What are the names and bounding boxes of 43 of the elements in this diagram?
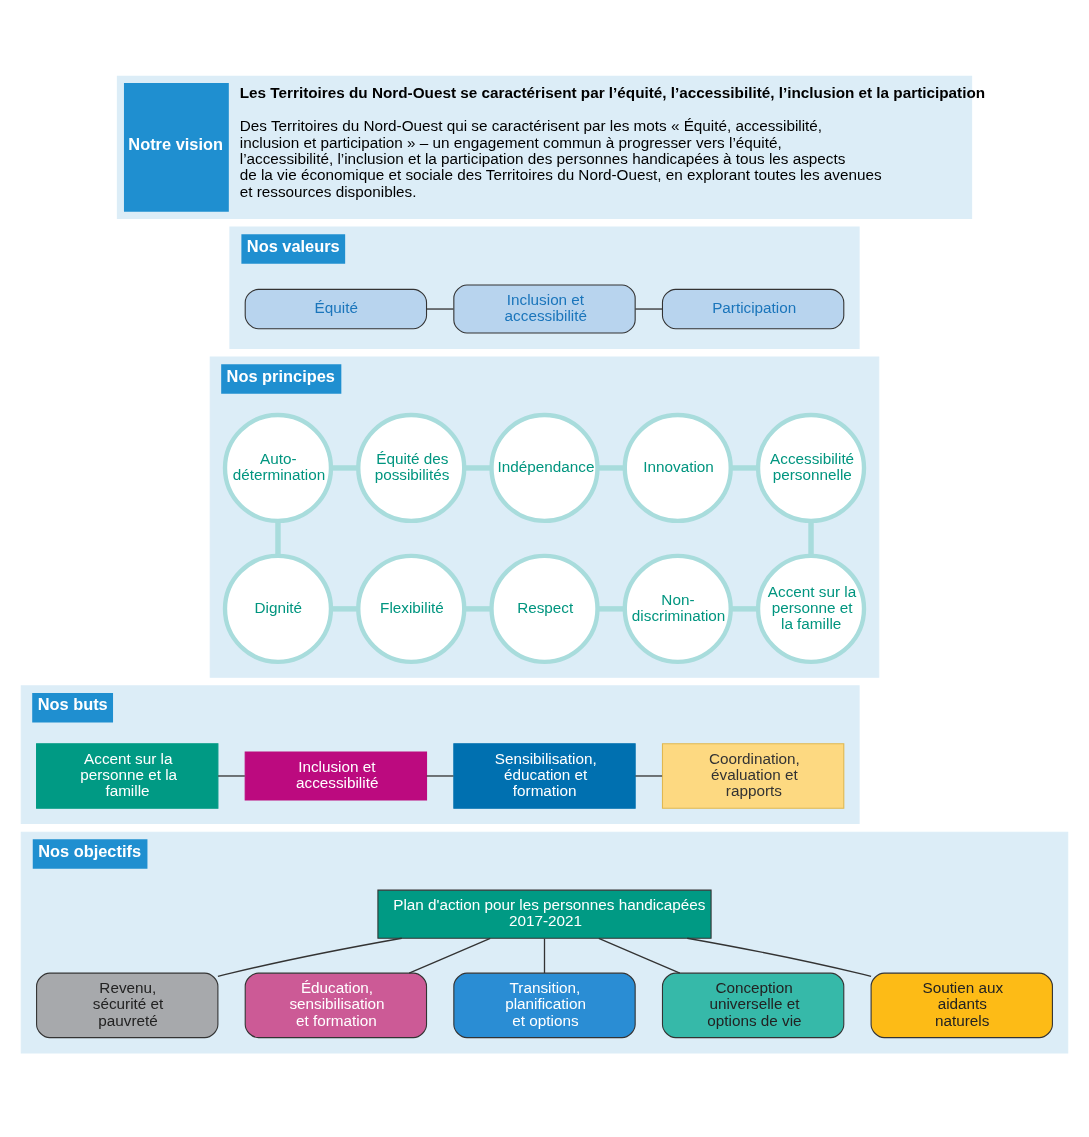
- connector: [331, 464, 358, 471]
- connector: [464, 605, 492, 612]
- node-circle: Accessibilité personnelle: [755, 412, 867, 523]
- connector: [808, 520, 814, 555]
- connector: [597, 605, 625, 612]
- connector: [543, 937, 546, 974]
- connector: [634, 307, 663, 310]
- node-box: Accent sur la personne et la famille: [36, 742, 219, 809]
- node-box: Sensibilisation, éducation et formation: [453, 742, 636, 809]
- node-box: Inclusion et accessibilité: [453, 283, 636, 334]
- connector: [634, 774, 663, 777]
- node-circle: Auto- détermination: [222, 412, 334, 523]
- connector: [217, 774, 246, 777]
- node-circle: Respect: [489, 553, 600, 664]
- node-box: Éducation, sensibilisation et formation: [244, 972, 428, 1038]
- node-circle: Non- discrimination: [622, 553, 733, 664]
- node-circle: Accent sur la personne et la famille: [755, 553, 867, 664]
- node-box: Transition, planification et options: [453, 972, 636, 1038]
- node-box: Participation: [661, 288, 845, 329]
- connector: [598, 937, 681, 974]
- node-circle: Dignité: [222, 553, 334, 664]
- node-circle: Équité des possibilités: [356, 412, 467, 523]
- connector: [597, 464, 625, 471]
- connector: [275, 520, 281, 555]
- connector: [331, 605, 358, 612]
- connector: [426, 774, 455, 777]
- node-box: Inclusion et accessibilité: [244, 750, 428, 801]
- connector: [408, 937, 491, 974]
- connector: [686, 937, 872, 977]
- connector: [730, 464, 758, 471]
- connector: [730, 605, 758, 612]
- node-box: Plan d'action pour les personnes handicapées 2017-2021: [377, 889, 712, 939]
- node-circle: Flexibilité: [356, 553, 467, 664]
- node-box: Conception universelle et options de vie: [661, 972, 845, 1038]
- node-box: Coordination, évaluation et rapports: [661, 742, 845, 809]
- node-box: Équité: [244, 288, 428, 329]
- connector: [426, 307, 455, 310]
- node-box: Soutien aux aidants naturels: [870, 972, 1053, 1038]
- node-circle: Innovation: [622, 412, 733, 523]
- connector: [217, 937, 403, 977]
- connector: [464, 464, 492, 471]
- node-box: Revenu, sécurité et pauvreté: [36, 972, 219, 1038]
- node-circle: Indépendance: [489, 412, 600, 523]
